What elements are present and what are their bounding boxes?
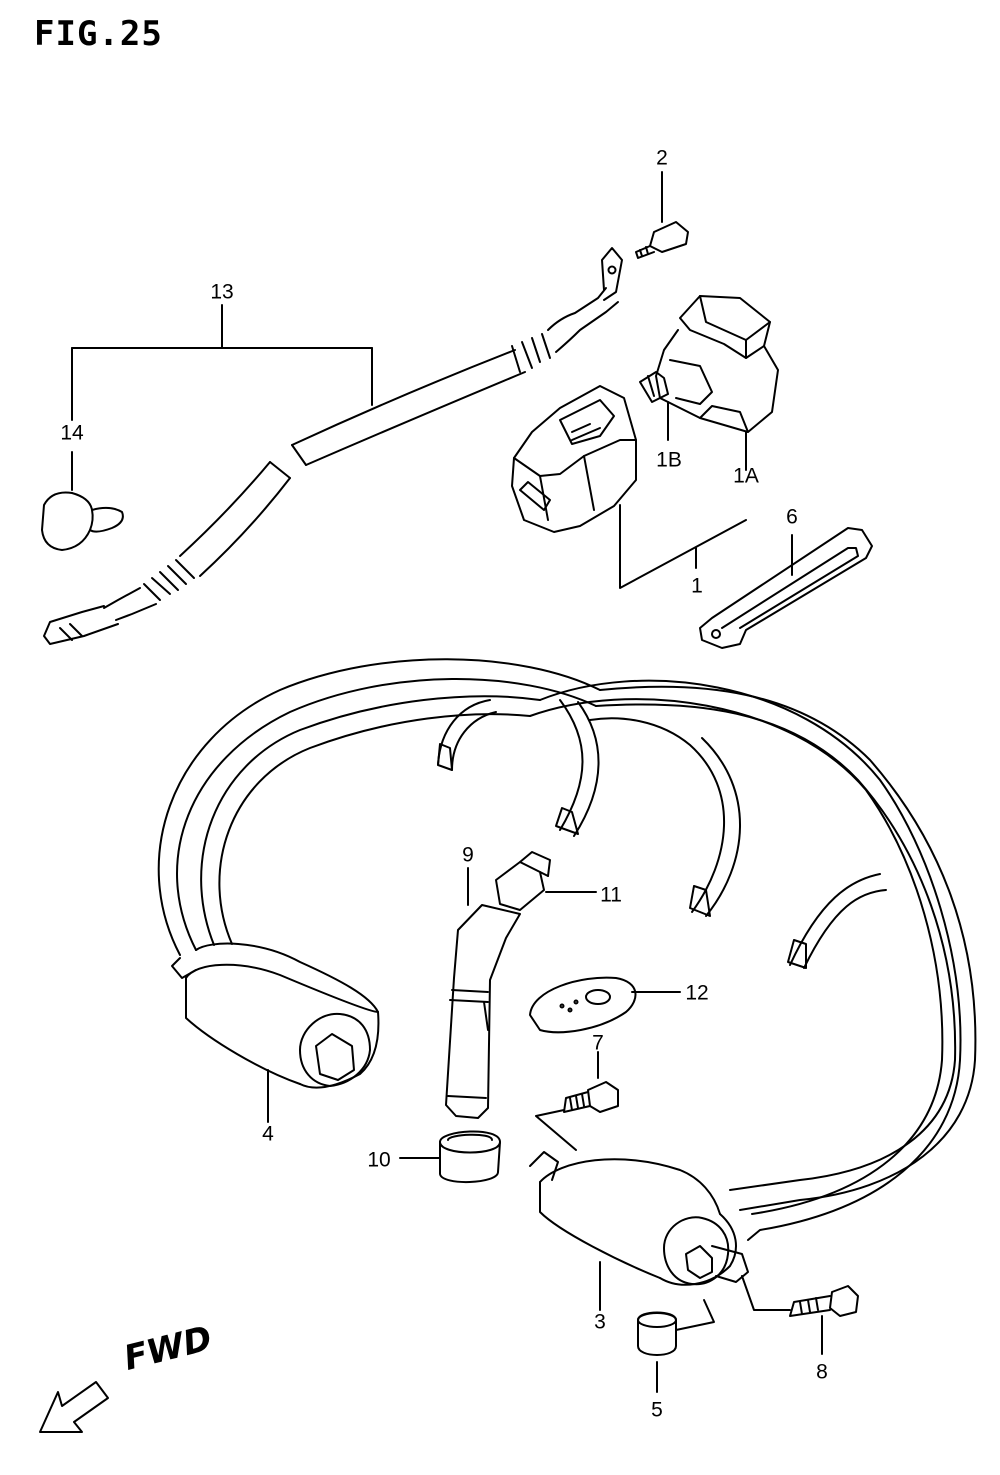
connector-1b	[640, 360, 712, 440]
callout-5: 5	[651, 1398, 663, 1422]
callout-4: 4	[262, 1122, 274, 1146]
callout-2: 2	[656, 146, 668, 170]
callout-6: 6	[786, 505, 798, 529]
lead-wire-13	[44, 248, 622, 644]
connector-11	[496, 852, 596, 910]
connector-1-housing	[512, 386, 636, 532]
connector-1a	[656, 296, 778, 470]
bolt-7	[536, 1052, 618, 1150]
high-tension-cable-assembly	[159, 659, 976, 1240]
callout-8: 8	[816, 1360, 828, 1384]
boot-10	[400, 1131, 500, 1182]
callout-1a: 1A	[733, 464, 759, 488]
callout-1b: 1B	[656, 448, 682, 472]
figure-title: FIG.25	[34, 14, 163, 54]
bracket-1	[620, 505, 746, 588]
callout-12: 12	[685, 981, 709, 1005]
callout-14: 14	[60, 421, 84, 445]
pad-12	[530, 978, 680, 1033]
clamp-6	[700, 528, 872, 648]
callout-11: 11	[600, 883, 622, 907]
bracket-13	[72, 305, 372, 420]
cap-14	[42, 452, 123, 550]
ignition-coil-4	[172, 944, 378, 1122]
callout-7: 7	[592, 1031, 604, 1055]
spacer-5	[638, 1300, 714, 1392]
callout-1: 1	[691, 574, 703, 598]
callout-13: 13	[210, 280, 234, 304]
arrow-left-down-icon	[40, 1382, 108, 1432]
plug-cap-9	[446, 868, 520, 1118]
ignition-coil-3	[530, 1152, 748, 1310]
callout-10: 10	[367, 1148, 391, 1172]
bolt-2	[636, 172, 688, 258]
callout-9: 9	[462, 843, 474, 867]
callout-3: 3	[594, 1310, 606, 1334]
bolt-8	[742, 1276, 858, 1354]
